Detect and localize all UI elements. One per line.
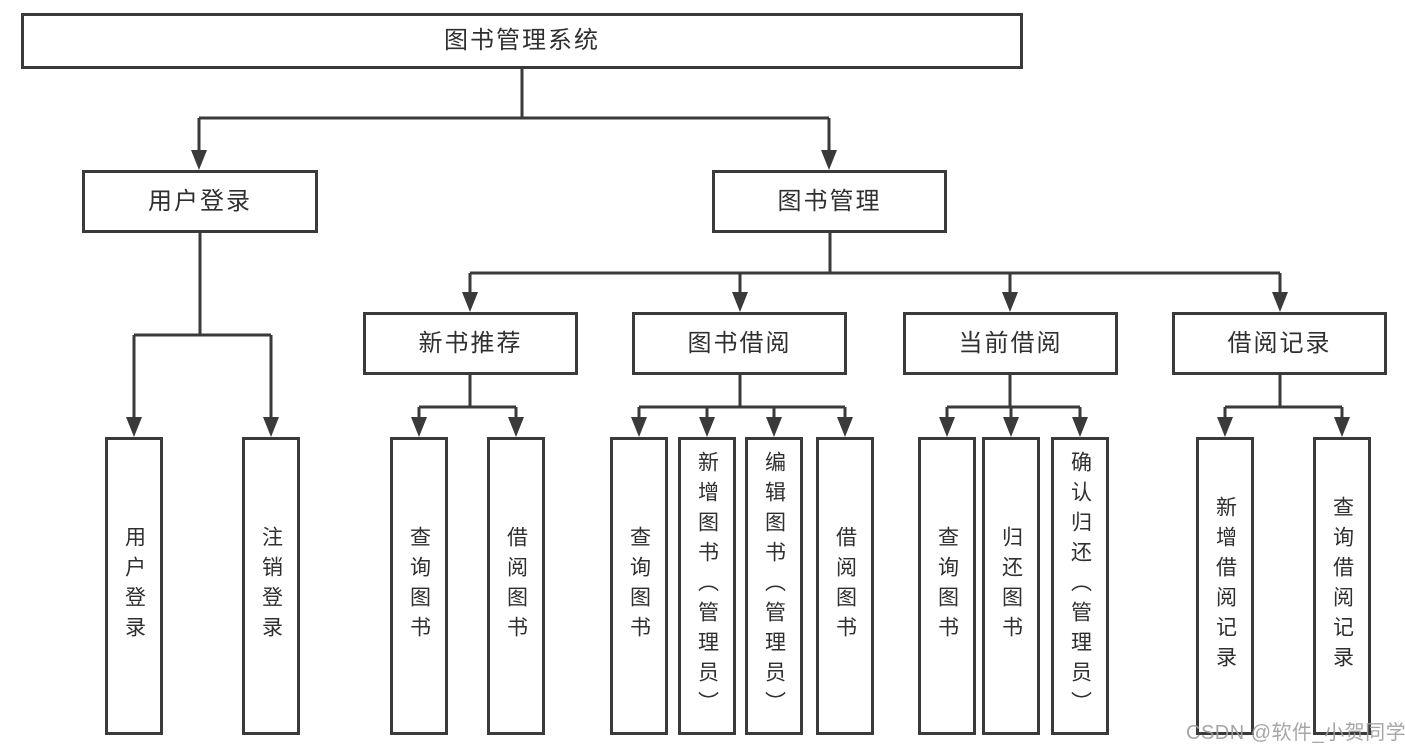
leaf-query-books-recommend: 查询图书 — [390, 437, 448, 735]
leaf-borrow-books-recommend: 借阅图书 — [487, 437, 545, 735]
node-book-management: 图书管理 — [712, 170, 947, 233]
leaf-return-books: 归还图书 — [982, 437, 1040, 735]
leaf-confirm-return-admin: 确认归还（管理员） — [1051, 437, 1109, 735]
node-current-borrow: 当前借阅 — [903, 312, 1118, 375]
leaf-query-books-current: 查询图书 — [918, 437, 976, 735]
csdn-watermark: CSDN @软件_小贺同学 — [1186, 722, 1405, 744]
node-root: 图书管理系统 — [21, 13, 1023, 69]
leaf-add-borrow-record: 新增借阅记录 — [1196, 437, 1254, 735]
leaf-edit-book-admin: 编辑图书（管理员） — [745, 437, 803, 735]
leaf-add-book-admin: 新增图书（管理员） — [678, 437, 736, 735]
node-user-login: 用户登录 — [82, 170, 318, 233]
leaf-user-login: 用户登录 — [105, 437, 163, 735]
leaf-query-books-borrow: 查询图书 — [610, 437, 668, 735]
node-borrow-records: 借阅记录 — [1172, 312, 1387, 375]
leaf-borrow-books: 借阅图书 — [816, 437, 874, 735]
leaf-logout: 注销登录 — [242, 437, 300, 735]
node-book-borrow: 图书借阅 — [632, 312, 847, 375]
node-new-book-recommend: 新书推荐 — [363, 312, 578, 375]
leaf-query-borrow-record: 查询借阅记录 — [1313, 437, 1371, 735]
